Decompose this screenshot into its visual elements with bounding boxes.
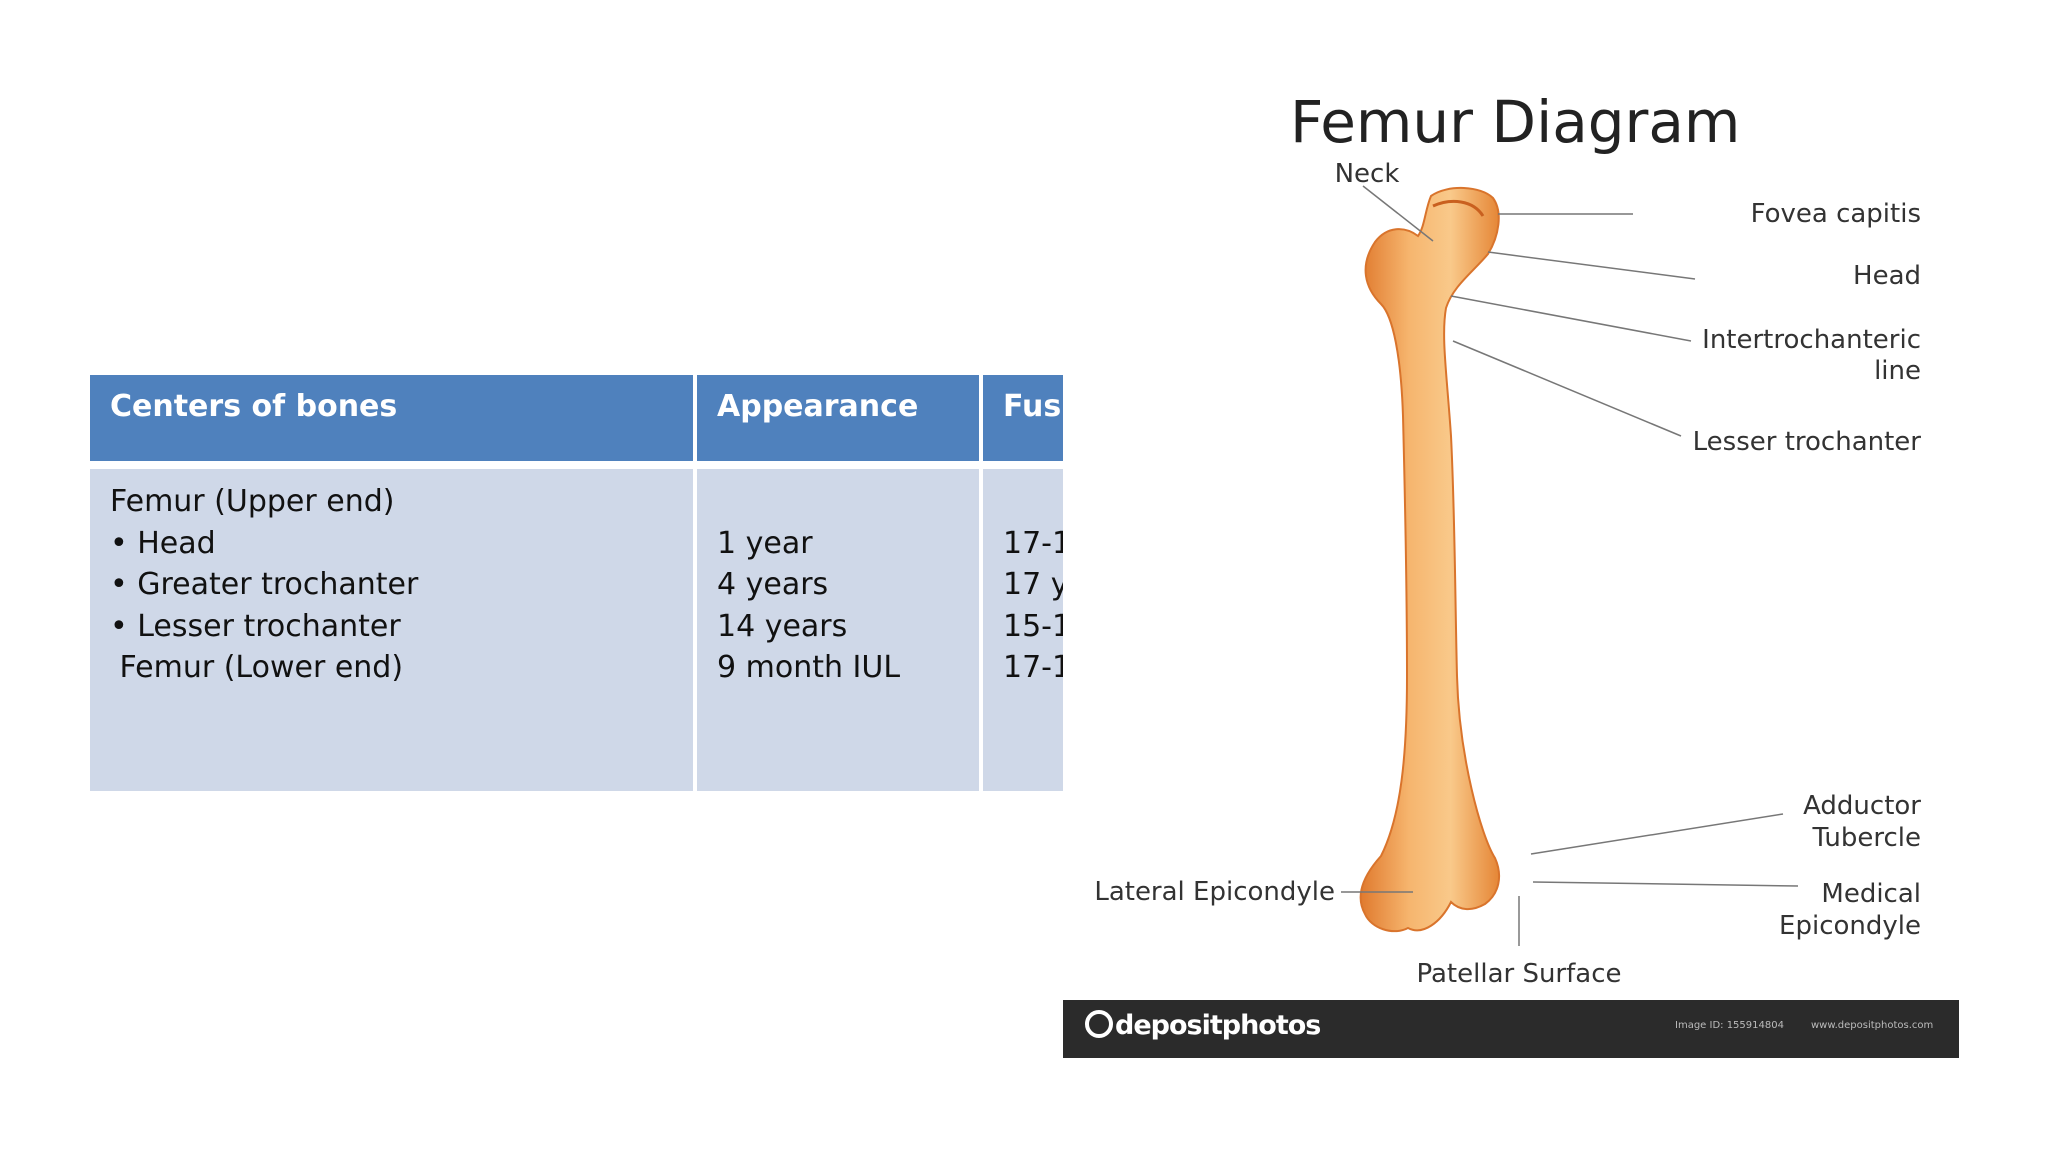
table-row-center: Femur (Upper end) <box>110 484 395 519</box>
label-fovea-capitis: Fovea capitis <box>1751 199 1921 229</box>
brand-name: depositphotos <box>1115 1010 1321 1041</box>
stock-footer: depositphotos Image ID: 155914804 www.de… <box>1063 1000 1959 1058</box>
table-row-appearance <box>717 481 979 523</box>
table-row-appearance: 1 year <box>717 525 813 561</box>
column-centers: Femur (Upper end) • Head • Greater troch… <box>90 469 693 791</box>
site-url: www.depositphotos.com <box>1811 1020 1934 1031</box>
label-epicondyle: Epicondyle <box>1779 911 1921 941</box>
label-lesser-trochanter: Lesser trochanter <box>1693 427 1922 457</box>
table-row-appearance: 9 month IUL <box>717 650 901 685</box>
table-row-center: • Lesser trochanter <box>110 608 401 644</box>
image-id: Image ID: 155914804 <box>1675 1020 1784 1031</box>
label-intertrochanteric: Intertrochanteric <box>1702 325 1921 355</box>
leader-lines <box>1341 185 1799 946</box>
label-medical: Medical <box>1821 879 1921 909</box>
column-appearance: 1 year 4 years 14 years 9 month IUL <box>697 469 979 791</box>
table-row-center: Femur (Lower end) <box>110 650 404 685</box>
label-tubercle: Tubercle <box>1811 823 1921 853</box>
femur-diagram: Femur Diagram Neck Fovea capitis Head In… <box>1063 76 1959 1058</box>
label-intertrochanteric-line: line <box>1874 356 1921 386</box>
camera-icon <box>1085 1010 1113 1038</box>
table-row-appearance: 14 years <box>717 608 848 644</box>
femur-bone <box>1359 186 1501 933</box>
label-neck: Neck <box>1335 159 1400 189</box>
table-row-appearance: 4 years <box>717 567 829 602</box>
label-lateral-epicondyle: Lateral Epicondyle <box>1094 877 1335 907</box>
table-row-center: • Greater trochanter <box>110 567 419 602</box>
label-head: Head <box>1853 261 1921 291</box>
depositphotos-logo: depositphotos <box>1085 1010 1321 1041</box>
label-adductor: Adductor <box>1803 791 1921 821</box>
femur-illustration: Femur Diagram Neck Fovea capitis Head In… <box>1094 88 1922 989</box>
diagram-title: Femur Diagram <box>1290 88 1740 156</box>
table-row-center: • Head <box>110 525 216 561</box>
header-centers: Centers of bones <box>90 375 693 461</box>
header-appearance: Appearance <box>697 375 979 461</box>
label-patellar-surface: Patellar Surface <box>1416 959 1621 989</box>
